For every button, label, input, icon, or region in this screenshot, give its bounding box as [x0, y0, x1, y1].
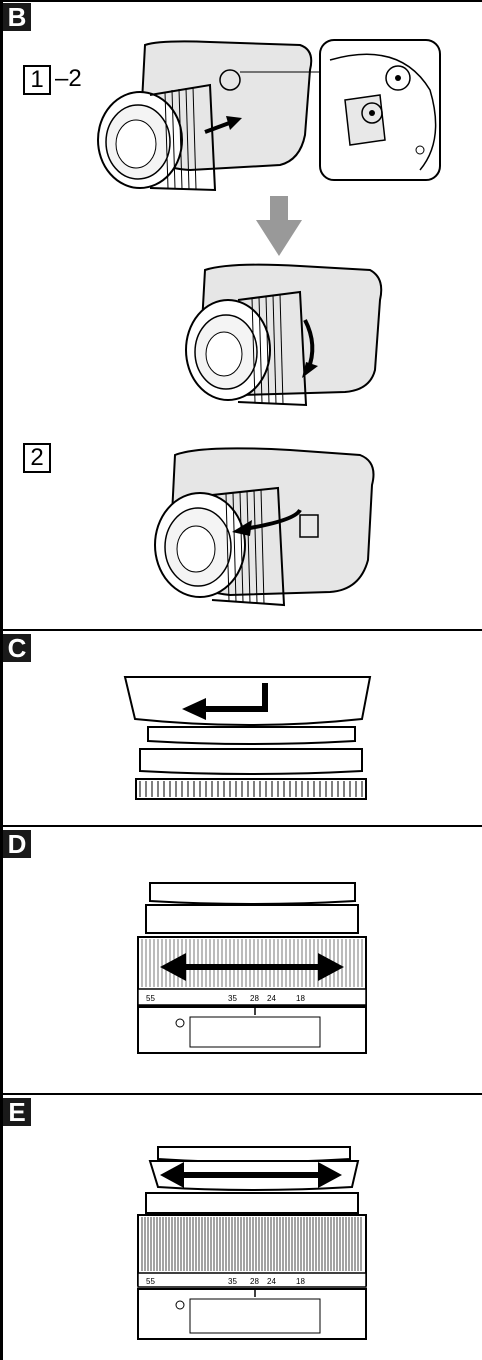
scale-mark-55: 55 — [146, 1277, 155, 1286]
scale-mark-18: 18 — [296, 1277, 305, 1286]
scale-mark-28: 28 — [250, 994, 259, 1003]
section-label-e: E — [3, 1098, 31, 1126]
divider-c-d — [0, 825, 482, 827]
lens-hood-illustration — [123, 676, 372, 800]
divider-b-c — [0, 629, 482, 631]
camera-lens-attach-illustration — [97, 39, 441, 407]
focus-ring-illustration: 55 35 28 24 18 — [137, 1146, 367, 1340]
scale-mark-35: 35 — [228, 994, 237, 1003]
frame-left-border — [0, 0, 3, 1360]
scale-mark-18: 18 — [296, 994, 305, 1003]
section-label-c: C — [3, 634, 31, 662]
step-number-1: 1 — [23, 65, 51, 95]
scale-mark-24: 24 — [267, 994, 276, 1003]
section-c: C — [0, 631, 482, 825]
section-label-b: B — [3, 3, 31, 31]
step-number-2: 2 — [23, 443, 51, 473]
frame-top-border — [0, 0, 482, 2]
scale-mark-24: 24 — [267, 1277, 276, 1286]
section-d: D 55 35 28 24 18 — [0, 827, 482, 1093]
section-b: B 1 –2 — [0, 0, 482, 629]
scale-mark-35: 35 — [228, 1277, 237, 1286]
section-e: E 55 35 28 24 18 — [0, 1095, 482, 1360]
step-suffix: –2 — [55, 65, 82, 92]
divider-d-e — [0, 1093, 482, 1095]
zoom-ring-illustration: 55 35 28 24 18 — [137, 882, 367, 1054]
section-label-d: D — [3, 830, 31, 858]
scale-mark-55: 55 — [146, 994, 155, 1003]
camera-lock-rotate-illustration — [154, 447, 375, 607]
scale-mark-28: 28 — [250, 1277, 259, 1286]
